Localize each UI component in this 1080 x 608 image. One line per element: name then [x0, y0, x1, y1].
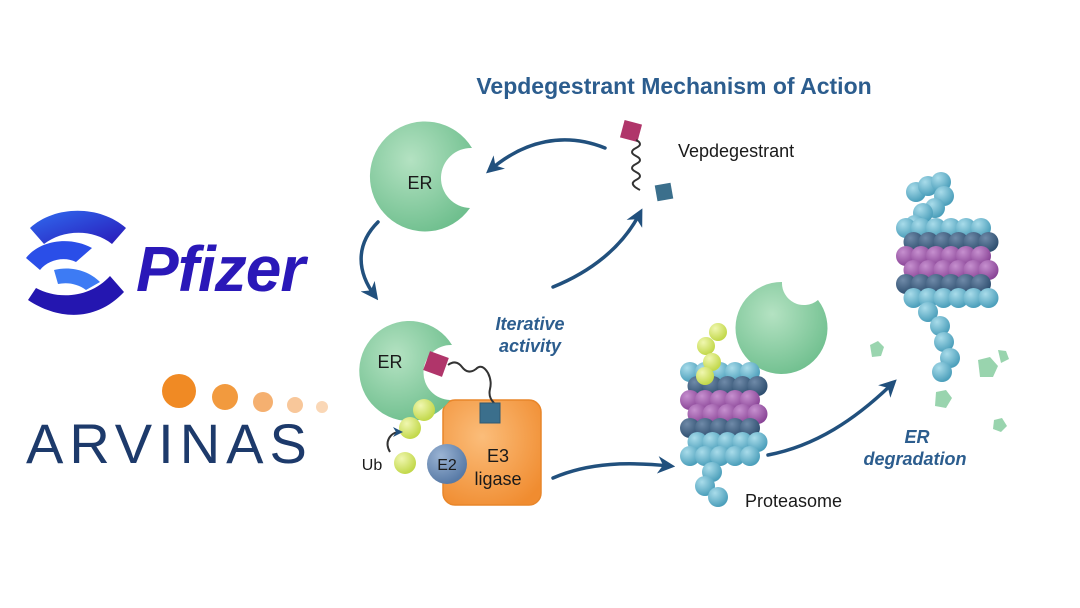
iterative-label-line1: Iterative: [495, 314, 564, 334]
proteasome-label: Proteasome: [745, 491, 842, 511]
arrow-to-proteasome: [551, 456, 676, 480]
arrow-to-degradation: [766, 379, 897, 457]
e3-label-line1: E3: [487, 446, 509, 466]
diagram-title: Vepdegestrant Mechanism of Action: [476, 73, 871, 99]
e3-label-line2: ligase: [474, 469, 521, 489]
er-protein-top: ER: [369, 121, 472, 232]
cycle-arrows: [359, 138, 897, 480]
er-top-label: ER: [407, 173, 432, 193]
degradation-label-line2: degradation: [863, 449, 966, 469]
ternary-complex: E3 ligase ER E2 Ub: [359, 320, 542, 506]
arrow-vepdegestrant-to-er: [486, 138, 607, 174]
pfizer-wordmark: Pfizer: [136, 233, 308, 305]
er-complex-label: ER: [377, 352, 402, 372]
er-fragments: [870, 341, 1009, 432]
iterative-label-line2: activity: [499, 336, 562, 356]
e2-enzyme: [427, 444, 467, 484]
vepdegestrant-label: Vepdegestrant: [678, 141, 794, 161]
proteasome-barrel: [680, 362, 768, 507]
ub-label: Ub: [362, 457, 383, 474]
e2-label: E2: [437, 457, 457, 474]
arvinas-dots-icon: [162, 374, 328, 413]
arrow-er-down: [359, 220, 380, 301]
pfizer-logo: Pfizer: [26, 210, 309, 315]
pfizer-mark-icon: [26, 210, 126, 315]
degradation-label-line1: ER: [904, 427, 929, 447]
ub-chain-proteasome: [696, 323, 727, 385]
vepdegestrant-molecule-icon: [619, 119, 674, 202]
proteasome-complex: [680, 281, 828, 507]
arvinas-logo: ARVINAS: [26, 374, 328, 475]
arvinas-wordmark: ARVINAS: [26, 412, 313, 475]
arrow-recycle-up: [551, 208, 643, 289]
proteasome-degrading: [896, 172, 999, 382]
